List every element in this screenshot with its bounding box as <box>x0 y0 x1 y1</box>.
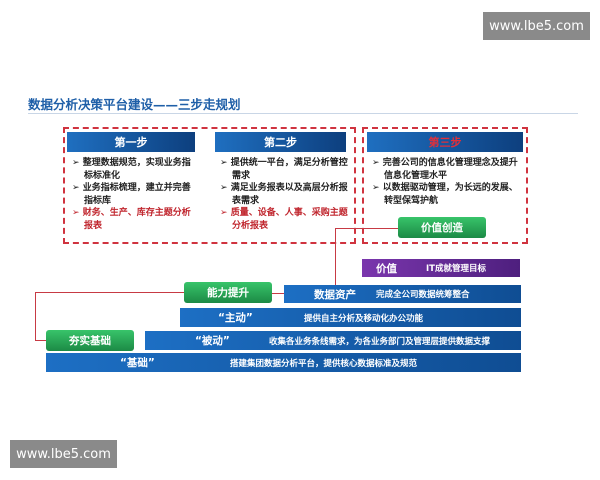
connector-line <box>35 340 47 341</box>
step-1-bullets: ➢ 整理数据规范，实现业务指标标准化 ➢ 业务指标梳理，建立并完善指标库 ➢ 财… <box>72 157 198 232</box>
layer-active: “主动” 提供自主分析及移动化办公功能 <box>180 308 521 327</box>
layer-key: 数据资产 <box>314 288 356 301</box>
layer-key: “主动” <box>218 312 253 324</box>
layer-data-assets: 数据资产 完成全公司数据统筹整合 <box>284 285 521 303</box>
capability-stage: 能力提升 <box>184 282 272 303</box>
bullet: ➢ 质量、设备、人事、采购主题分析报表 <box>220 208 348 231</box>
connector-line <box>335 228 398 229</box>
layer-desc: IT成就管理目标 <box>426 264 486 274</box>
bullet: ➢ 整理数据规范，实现业务指标标准化 <box>72 158 191 181</box>
bullet: ➢ 财务、生产、库存主题分析报表 <box>72 208 191 231</box>
layer-base: “基础” 搭建集团数据分析平台，提供核心数据标准及规范 <box>46 353 521 372</box>
layer-desc: 搭建集团数据分析平台，提供核心数据标准及规范 <box>230 358 418 369</box>
title-divider <box>28 113 578 114</box>
bullet: ➢ 以数据驱动管理，为长远的发展、转型保驾护航 <box>372 183 518 206</box>
layer-value: 价值 IT成就管理目标 <box>362 259 520 277</box>
bullet: ➢ 完善公司的信息化管理理念及提升信息化管理水平 <box>372 158 518 181</box>
watermark-top: www.lbe5.com <box>483 12 590 40</box>
connector-line <box>35 292 185 293</box>
step-2-bullets: ➢ 提供统一平台，满足分析管控需求 ➢ 满足业务报表以及高层分析报表需求 ➢ 质… <box>220 157 348 232</box>
step-3-bullets: ➢ 完善公司的信息化管理理念及提升信息化管理水平 ➢ 以数据驱动管理，为长远的发… <box>372 157 522 207</box>
step-2-header: 第二步 <box>215 132 346 152</box>
connector-line <box>335 228 336 294</box>
page-title: 数据分析决策平台建设——三步走规划 <box>28 97 241 112</box>
steps-1-2-frame <box>63 127 356 244</box>
layer-desc: 提供自主分析及移动化办公功能 <box>304 313 424 324</box>
bullet: ➢ 满足业务报表以及高层分析报表需求 <box>220 183 348 206</box>
step-3-frame <box>362 127 528 244</box>
value-creation-stage: 价值创造 <box>398 217 486 238</box>
layer-key: “基础” <box>120 357 155 369</box>
connector-line <box>35 292 36 341</box>
step-1-header: 第一步 <box>67 132 195 152</box>
layer-passive: “被动” 收集各业务条线需求，为各业务部门及管理层提供数据支撑 <box>145 331 521 350</box>
layer-key: “被动” <box>195 335 230 347</box>
step-3-header: 第三步 <box>367 132 523 152</box>
bullet: ➢ 提供统一平台，满足分析管控需求 <box>220 158 348 181</box>
watermark-bottom: www.lbe5.com <box>10 440 117 468</box>
bullet: ➢ 业务指标梳理，建立并完善指标库 <box>72 183 191 206</box>
layer-desc: 完成全公司数据统筹整合 <box>376 290 470 300</box>
layer-desc: 收集各业务条线需求，为各业务部门及管理层提供数据支撑 <box>269 336 491 347</box>
layer-key: 价值 <box>376 262 397 275</box>
foundation-stage: 夯实基础 <box>46 330 134 351</box>
